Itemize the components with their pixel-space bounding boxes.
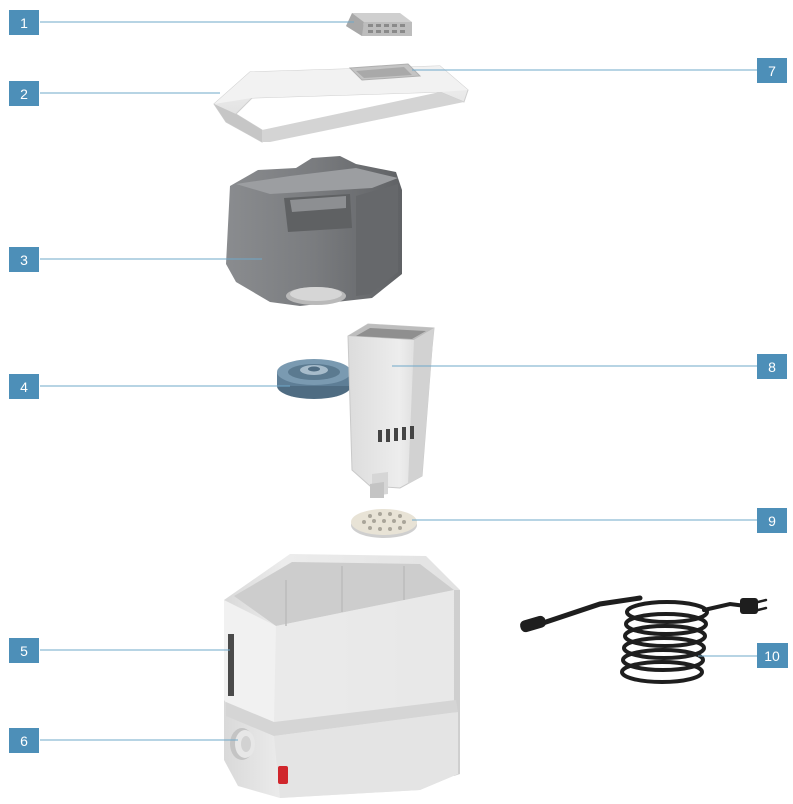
callout-label: 9 — [768, 513, 776, 529]
callout-5: 5 — [9, 638, 39, 663]
callout-1: 1 — [9, 10, 39, 35]
leader-lines — [40, 21, 760, 741]
callout-7: 7 — [757, 58, 787, 83]
callout-label: 3 — [20, 252, 28, 268]
callout-label: 6 — [20, 733, 28, 749]
water-tank-icon — [226, 156, 402, 306]
top-cover-icon — [213, 65, 469, 143]
callout-label: 5 — [20, 643, 28, 659]
mist-outlet-icon — [348, 63, 422, 81]
callout-label: 8 — [768, 359, 776, 375]
callout-9: 9 — [757, 508, 787, 533]
power-indicator-icon — [278, 766, 288, 784]
vent-grille-icon — [346, 13, 412, 36]
filter-disc-icon — [351, 509, 417, 538]
callout-6: 6 — [9, 728, 39, 753]
callout-8: 8 — [757, 354, 787, 379]
power-cord-icon — [520, 595, 768, 684]
mist-tube-icon — [347, 323, 435, 498]
callout-4: 4 — [9, 374, 39, 399]
callout-label: 2 — [20, 86, 28, 102]
callout-label: 10 — [764, 648, 780, 664]
knob-icon — [230, 728, 255, 760]
base-housing-icon — [224, 554, 460, 798]
callout-3: 3 — [9, 247, 39, 272]
callout-label: 4 — [20, 379, 28, 395]
callout-label: 1 — [20, 15, 28, 31]
callout-2: 2 — [9, 81, 39, 106]
callout-10: 10 — [757, 643, 788, 668]
callout-label: 7 — [768, 63, 776, 79]
tank-cap-icon — [277, 359, 351, 399]
